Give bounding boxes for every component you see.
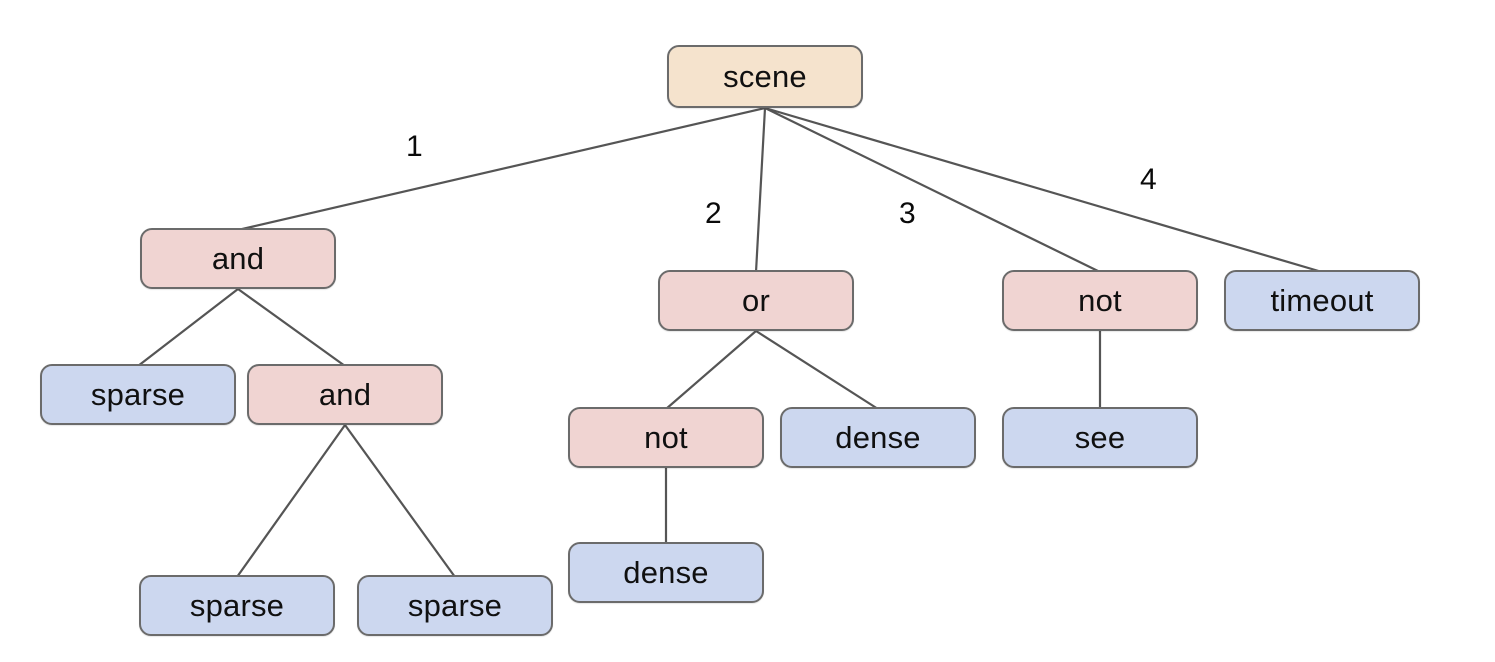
edge-and2-to-sparse-right: [343, 423, 457, 579]
edge-label-3: 3: [899, 197, 916, 230]
node-dense-2[interactable]: dense: [568, 542, 764, 603]
edge-and-to-and2: [236, 287, 347, 368]
node-not-inner-label: not: [644, 420, 688, 455]
node-sparse-1[interactable]: sparse: [40, 364, 236, 425]
edge-and-to-sparse: [136, 287, 240, 368]
node-sparse-3[interactable]: sparse: [357, 575, 553, 636]
edge-root-to-not: [763, 106, 1102, 274]
edge-root-to-or: [754, 106, 767, 274]
node-sparse-2-label: sparse: [189, 588, 285, 623]
edge-label-1: 1: [406, 130, 423, 163]
edge-or-to-dense: [754, 329, 880, 411]
node-not-outer[interactable]: not: [1002, 270, 1198, 331]
node-dense-1[interactable]: dense: [780, 407, 976, 468]
edge-and2-to-sparse-left: [235, 423, 347, 579]
edge-root-to-and: [236, 106, 767, 232]
node-scene[interactable]: scene: [667, 45, 863, 108]
edge-root-to-timeout: [763, 106, 1324, 274]
node-or-label: or: [742, 283, 770, 318]
node-dense-1-label: dense: [835, 420, 921, 455]
node-scene-label: scene: [723, 59, 807, 94]
node-and-outer-label: and: [211, 241, 265, 276]
node-not-outer-label: not: [1078, 283, 1122, 318]
node-sparse-2[interactable]: sparse: [139, 575, 335, 636]
node-sparse-1-label: sparse: [90, 377, 186, 412]
node-see[interactable]: see: [1002, 407, 1198, 468]
edge-label-2: 2: [705, 197, 722, 230]
node-timeout-label: timeout: [1270, 283, 1374, 318]
node-or[interactable]: or: [658, 270, 854, 331]
node-timeout[interactable]: timeout: [1224, 270, 1420, 331]
node-see-label: see: [1074, 420, 1126, 455]
node-and-inner[interactable]: and: [247, 364, 443, 425]
node-and-outer[interactable]: and: [140, 228, 336, 289]
node-and-inner-label: and: [318, 377, 372, 412]
edge-or-to-not: [664, 329, 758, 411]
node-dense-2-label: dense: [623, 555, 709, 590]
node-not-inner[interactable]: not: [568, 407, 764, 468]
node-sparse-3-label: sparse: [407, 588, 503, 623]
edge-label-4: 4: [1140, 163, 1157, 196]
